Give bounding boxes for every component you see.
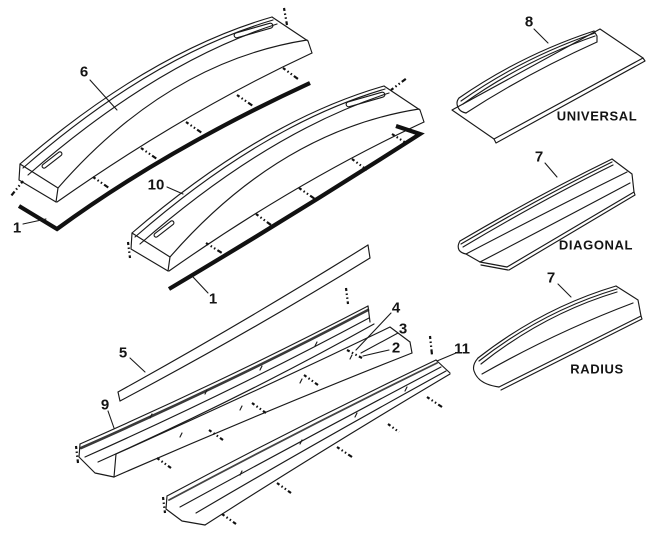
flat-strip-5-drawing <box>117 244 371 402</box>
callout-part-5: 5 <box>118 344 128 362</box>
leader-lines <box>22 28 572 429</box>
label-universal: UNIVERSAL <box>556 108 638 124</box>
seal-strip-1a-drawing <box>17 81 311 232</box>
channel-rail-9-drawing <box>78 305 413 478</box>
callout-part-7-diagonal: 7 <box>534 148 544 166</box>
label-radius: RADIUS <box>570 361 624 377</box>
curved-rail-6-drawing <box>18 16 313 203</box>
callout-part-9: 9 <box>100 396 110 414</box>
callout-part-4: 4 <box>391 299 401 317</box>
diagonal-cap-drawing <box>457 158 636 271</box>
channel-rail-11-drawing <box>165 359 451 526</box>
callout-part-3: 3 <box>398 320 408 338</box>
callout-part-10: 10 <box>147 176 165 194</box>
universal-cap-drawing <box>451 28 646 144</box>
curved-rail-10-drawing <box>130 85 425 272</box>
callout-part-1-lower: 1 <box>208 290 218 308</box>
callout-part-8: 8 <box>524 13 534 31</box>
callout-part-11: 11 <box>454 340 470 358</box>
callout-part-7-radius: 7 <box>546 269 556 287</box>
callout-part-6: 6 <box>79 63 89 81</box>
callout-part-2: 2 <box>391 339 401 357</box>
seal-strip-1b-drawing <box>167 124 425 291</box>
label-diagonal: DIAGONAL <box>558 237 634 253</box>
screw-marks <box>10 7 443 525</box>
radius-cap-drawing <box>472 285 643 391</box>
callout-part-1-upper: 1 <box>12 219 22 237</box>
